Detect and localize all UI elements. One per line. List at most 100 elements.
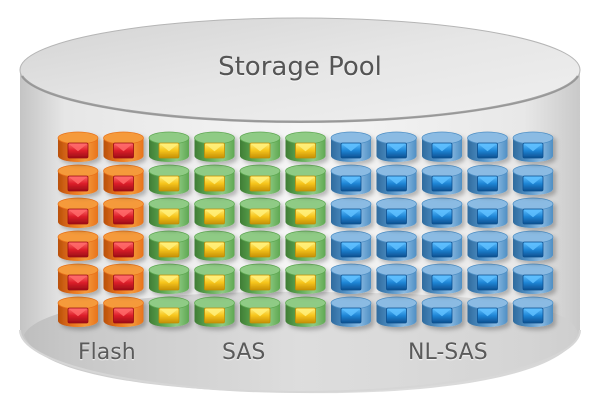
envelope-icon (522, 274, 544, 291)
disk-cap (103, 131, 144, 145)
envelope-icon (158, 208, 180, 225)
disk-cap (467, 197, 508, 211)
envelope-icon (158, 307, 180, 324)
disk-nl-sas (421, 263, 463, 294)
disk-flash (103, 131, 144, 162)
envelope-icon (522, 208, 544, 225)
disk-cap (467, 263, 508, 277)
disk-cap (194, 131, 235, 145)
envelope-icon (386, 307, 407, 324)
disk-cap (512, 296, 554, 310)
disk-cap (103, 164, 144, 178)
envelope-icon (204, 208, 225, 225)
disk-nl-sas (467, 131, 508, 162)
envelope-icon (249, 142, 271, 159)
disk-cap (330, 263, 372, 277)
envelope-icon (431, 307, 453, 324)
envelope-icon (249, 175, 271, 192)
disk-cap (285, 230, 326, 244)
disk-cap (57, 230, 99, 244)
disk-cap (194, 197, 235, 211)
disk-cap (376, 164, 417, 178)
disk-cap (103, 230, 144, 244)
envelope-icon (295, 175, 316, 192)
disk-nl-sas (330, 230, 372, 261)
disk-cap (512, 131, 554, 145)
envelope-icon (477, 208, 498, 225)
disk-nl-sas (467, 230, 508, 261)
disk-cap (57, 296, 99, 310)
envelope-icon (67, 241, 89, 258)
disk-cap (285, 263, 326, 277)
disk-cap (103, 296, 144, 310)
envelope-icon (477, 241, 498, 258)
disk-cap (376, 296, 417, 310)
disk-flash (103, 164, 144, 195)
disk-nl-sas (467, 263, 508, 294)
envelope-icon (158, 274, 180, 291)
disk-sas (194, 230, 235, 261)
disk-flash (57, 131, 99, 162)
envelope-icon (431, 208, 453, 225)
disk-cap (194, 164, 235, 178)
disk-cap (239, 263, 281, 277)
disk-cap (330, 197, 372, 211)
disk-sas (239, 164, 281, 195)
disk-nl-sas (512, 131, 554, 162)
disk-cap (512, 164, 554, 178)
envelope-icon (386, 208, 407, 225)
envelope-icon (204, 241, 225, 258)
disk-sas (239, 263, 281, 294)
disk-nl-sas (421, 197, 463, 228)
disk-nl-sas (330, 197, 372, 228)
envelope-icon (477, 307, 498, 324)
envelope-icon (295, 142, 316, 159)
disk-cap (239, 131, 281, 145)
disk-cap (421, 131, 463, 145)
disk-nl-sas (512, 296, 554, 327)
envelope-icon (113, 175, 134, 192)
envelope-icon (477, 274, 498, 291)
envelope-icon (67, 208, 89, 225)
envelope-icon (431, 142, 453, 159)
disk-sas (194, 131, 235, 162)
disk-flash (57, 296, 99, 327)
envelope-icon (67, 307, 89, 324)
disk-cap (376, 230, 417, 244)
disk-nl-sas (421, 296, 463, 327)
envelope-icon (158, 241, 180, 258)
disk-nl-sas (512, 197, 554, 228)
disk-nl-sas (467, 296, 508, 327)
envelope-icon (204, 175, 225, 192)
disk-cap (376, 131, 417, 145)
disk-nl-sas (376, 197, 417, 228)
envelope-icon (295, 274, 316, 291)
disk-sas (285, 263, 326, 294)
envelope-icon (204, 307, 225, 324)
disk-flash (57, 263, 99, 294)
disk-cap (285, 296, 326, 310)
envelope-icon (113, 241, 134, 258)
tier-label-sas: SAS (222, 340, 266, 365)
envelope-icon (158, 175, 180, 192)
pool-top-rim (20, 75, 580, 124)
disk-nl-sas (376, 131, 417, 162)
disk-cap (467, 230, 508, 244)
disk-sas (285, 164, 326, 195)
disk-cap (421, 263, 463, 277)
disk-nl-sas (376, 230, 417, 261)
disk-cap (148, 131, 190, 145)
disk-cap (512, 263, 554, 277)
disk-sas (285, 230, 326, 261)
disk-cap (57, 263, 99, 277)
disk-grid (57, 131, 554, 327)
disk-sas (148, 230, 190, 261)
disk-flash (103, 296, 144, 327)
envelope-icon (340, 307, 362, 324)
envelope-icon (340, 208, 362, 225)
disk-flash (57, 197, 99, 228)
disk-cap (239, 197, 281, 211)
disk-cap (376, 197, 417, 211)
disk-sas (239, 131, 281, 162)
